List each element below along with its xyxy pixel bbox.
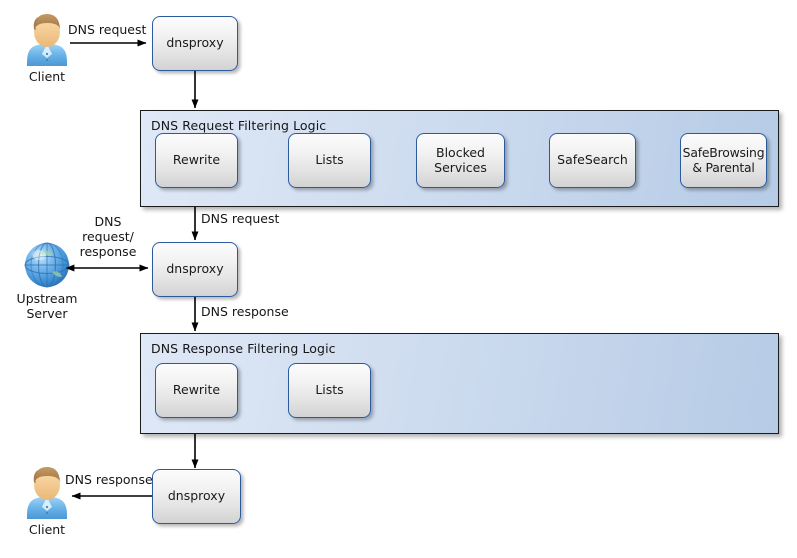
edge-label-dnsproxy-to-response-panel: DNS response [201,304,289,319]
node-safebrowsing-parental[interactable]: SafeBrowsing & Parental [680,133,767,188]
globe-icon [24,242,70,288]
panel-response-filtering: DNS Response Filtering Logic [140,333,779,434]
panel-title-response-filtering: DNS Response Filtering Logic [151,341,336,356]
node-lists[interactable]: Lists [288,133,371,188]
caption-upstream-server: Upstream Server [16,291,78,321]
edge-label-upstream-exchange: DNS request/ response [79,214,137,259]
node-rewrite-response[interactable]: Rewrite [155,363,238,418]
edge-label-client-to-dnsproxy: DNS request [68,22,147,37]
node-rewrite[interactable]: Rewrite [155,133,238,188]
edge-label-dnsproxy-to-client: DNS response [65,472,153,487]
node-dnsproxy-middle[interactable]: dnsproxy [152,242,238,297]
edge-label-dnsproxy-to-request-panel: DNS request [201,211,280,226]
node-dnsproxy-top[interactable]: dnsproxy [152,16,238,71]
user-avatar-icon [27,14,67,66]
caption-client-top: Client [28,69,66,84]
node-dnsproxy-bottom[interactable]: dnsproxy [152,469,241,524]
panel-title-request-filtering: DNS Request Filtering Logic [151,118,327,133]
node-lists-response[interactable]: Lists [288,363,371,418]
user-avatar-icon [27,467,67,519]
node-blocked-services[interactable]: Blocked Services [416,133,505,188]
node-safesearch[interactable]: SafeSearch [549,133,636,188]
caption-client-bottom: Client [28,522,66,537]
